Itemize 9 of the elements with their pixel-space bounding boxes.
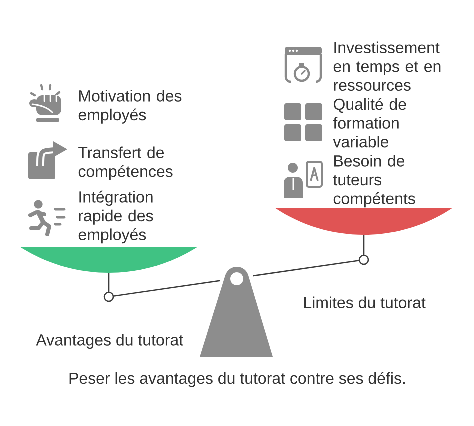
item-text: Transfert de compétences bbox=[78, 146, 173, 180]
group-label: Avantages du tutorat bbox=[36, 334, 184, 350]
group-label: Limites du tutorat bbox=[304, 296, 426, 308]
item-text: Qualité de formation variable bbox=[333, 98, 406, 148]
item-text: Investissement en temps et en ressources bbox=[334, 42, 441, 92]
item-text: Besoin de tuteurs compétents bbox=[333, 155, 416, 208]
item-text: Motivation des employés bbox=[78, 90, 182, 124]
caption: Peser les avantages du tutorat contre ses défis. bbox=[70, 372, 405, 388]
item-text: Intégration rapide des employés bbox=[78, 190, 154, 244]
